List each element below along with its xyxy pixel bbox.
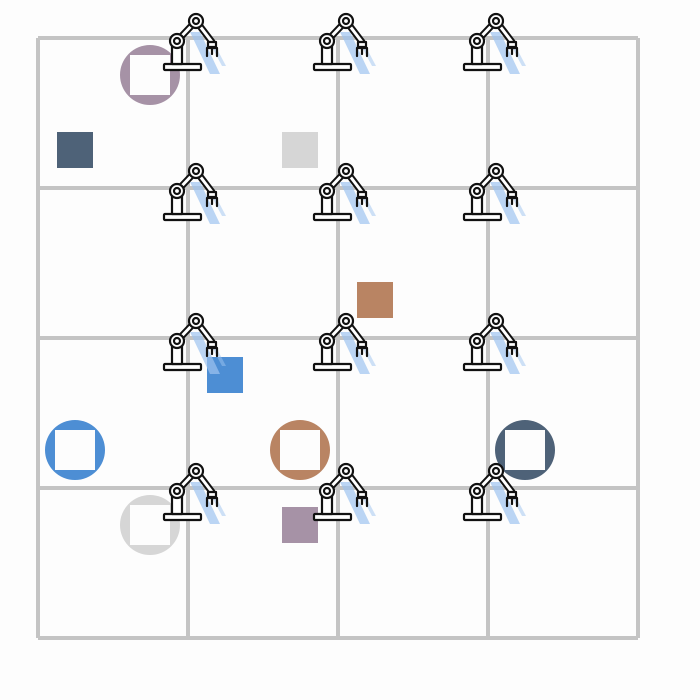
robots-layer <box>162 12 526 524</box>
block[interactable] <box>357 282 393 318</box>
robot-arm-icon <box>462 12 526 74</box>
robot-arm-icon <box>312 312 376 374</box>
target-ring <box>270 420 330 480</box>
robot-arm-icon <box>162 312 226 374</box>
robot-arm-icon <box>162 462 226 524</box>
robot-arm-icon <box>462 462 526 524</box>
robot-arm-icon <box>312 462 376 524</box>
target-ring <box>45 420 105 480</box>
robot-arm-icon <box>162 12 226 74</box>
grid <box>36 36 640 640</box>
targets-layer <box>45 45 555 555</box>
block[interactable] <box>57 132 93 168</box>
block[interactable] <box>282 507 318 543</box>
robot-arm-icon <box>462 312 526 374</box>
robot-arm-icon <box>312 162 376 224</box>
blocks-layer <box>57 132 393 543</box>
block[interactable] <box>282 132 318 168</box>
robot-arm-icon <box>162 162 226 224</box>
robot-arm-icon <box>462 162 526 224</box>
robot-arm-icon <box>312 12 376 74</box>
